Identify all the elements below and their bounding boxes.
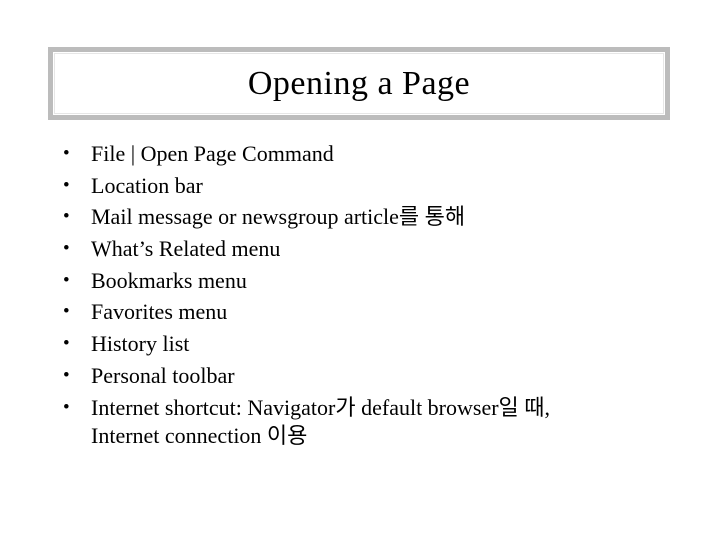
list-item-line: History list [91,331,190,357]
list-item: Location bar [62,172,658,201]
list-item: Personal toolbar [62,362,658,391]
list-item: File | Open Page Command [62,140,658,169]
title-box-inner-border: Opening a Page [54,53,664,114]
list-item-line: File | Open Page Command [91,141,334,166]
list-item: Favorites menu [62,298,658,327]
list-item-line: Internet connection 이용 [91,422,308,448]
list-item: What’s Related menu [62,235,658,264]
list-item: Internet shortcut: Navigator가 default br… [62,394,658,451]
list-item-line: Mail message or newsgroup article를 통해 [91,204,466,230]
list-item-line: What’s Related menu [91,236,281,262]
list-item-line: Personal toolbar [91,362,235,388]
list-item-line: Bookmarks menu [91,267,247,293]
title-box: Opening a Page [48,47,670,120]
list-item: Bookmarks menu [62,267,658,296]
list-item: History list [62,330,658,359]
bullet-list: File | Open Page CommandLocation barMail… [62,140,658,453]
list-item-line: Internet shortcut: Navigator가 default br… [91,394,551,420]
list-item-line: Favorites menu [91,299,228,325]
slide-title: Opening a Page [247,64,471,102]
list-item: Mail message or newsgroup article를 통해 [62,203,658,232]
list-item-line: Location bar [91,172,203,198]
